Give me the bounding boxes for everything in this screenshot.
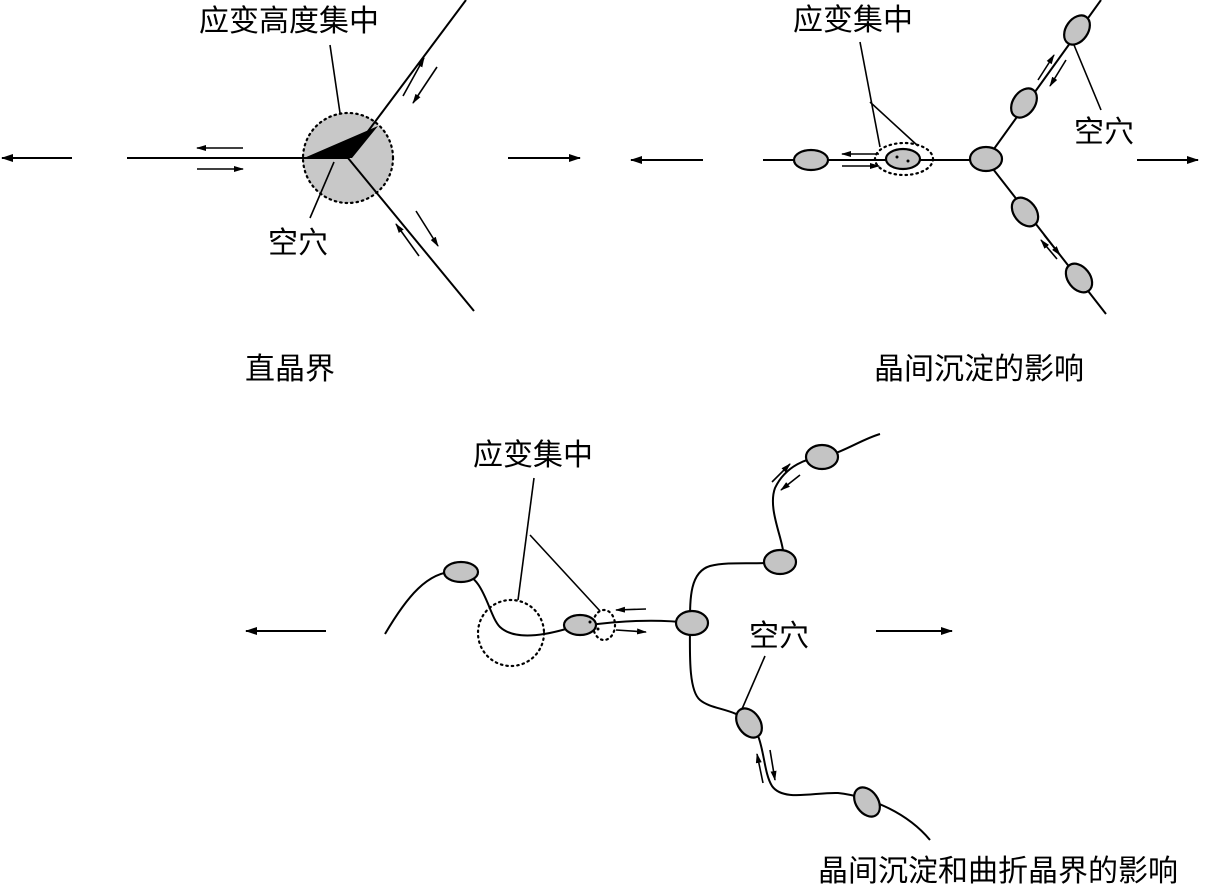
wedge-void-icon: [304, 126, 378, 158]
precipitate-icon: [562, 613, 598, 637]
precipitate-icon: [735, 707, 763, 739]
shear-arrow-upper-out: [771, 463, 791, 483]
shear-arrow-upper-out: [1037, 54, 1055, 81]
panel-caption: 直晶界: [245, 352, 335, 387]
grain-boundary-upper: [689, 433, 881, 624]
void-leader-line: [741, 655, 766, 710]
void-dot: [906, 159, 910, 163]
precipitate-icon: [884, 147, 922, 171]
strain-label: 应变高度集中: [199, 4, 379, 39]
shear-arrow-upper-in: [1049, 59, 1067, 87]
void-dot: [895, 155, 899, 159]
strain-concentration-zone: [476, 598, 546, 668]
precipitate-icon: [674, 609, 710, 637]
precipitate-icon: [1064, 262, 1094, 294]
panel-straight-boundary: 应变高度集中 空穴 直晶界: [1, 0, 581, 387]
strain-leader-line-b: [529, 534, 601, 612]
panel-caption: 晶间沉淀的影响: [874, 352, 1084, 387]
strain-leader-line-a: [517, 477, 535, 601]
void-label: 空穴: [749, 619, 809, 654]
shear-arrow-left: [615, 606, 647, 613]
void-leader-line: [309, 161, 335, 219]
panel-precipitate-boundary: 应变集中 空穴 晶间沉淀的影响: [630, 0, 1199, 387]
precipitate-icon: [792, 148, 830, 172]
grain-boundary-lower: [347, 157, 475, 312]
void-dot: [588, 620, 592, 624]
void-dot: [596, 627, 600, 631]
precipitate-icon: [1010, 87, 1038, 119]
strain-leader-line-a: [859, 41, 881, 148]
void-label: 空穴: [1074, 115, 1134, 150]
shear-arrow-upper-out: [402, 57, 425, 97]
strain-concentration-zone: [873, 141, 935, 177]
shear-arrow-lower-in: [1040, 239, 1058, 260]
precipitate-icon: [853, 786, 881, 818]
grain-boundary-left: [384, 570, 691, 637]
strain-label: 应变集中: [473, 438, 593, 473]
precipitate-icon: [804, 443, 840, 471]
precipitate-icon: [968, 145, 1004, 173]
void-leader-line: [1073, 44, 1102, 111]
shear-arrow-lower-out: [415, 210, 439, 247]
void-label: 空穴: [268, 226, 328, 261]
shear-arrow-upper-in: [780, 474, 801, 491]
shear-arrow-lower-out: [769, 749, 777, 781]
precipitate-icon: [1063, 14, 1091, 46]
panel-caption: 晶间沉淀和曲折晶界的影响: [818, 854, 1178, 887]
strain-leader-line-b: [869, 101, 919, 147]
shear-arrow-upper-in: [412, 66, 438, 104]
grain-boundary-lower: [688, 622, 931, 841]
precipitate-icon: [762, 548, 798, 576]
precipitate-icon: [1010, 196, 1040, 228]
shear-arrow-lower-in: [755, 753, 764, 784]
shear-arrow-lower-out: [1043, 234, 1061, 256]
precipitate-icon: [442, 560, 480, 584]
shear-arrow-lower-in: [395, 223, 420, 257]
shear-arrow-right: [615, 628, 647, 635]
panel-curved-boundary: 应变集中 空穴 晶间沉淀和曲折晶界的影响: [245, 433, 1178, 887]
strain-label: 应变集中: [793, 3, 913, 38]
strain-leader-line: [329, 44, 341, 114]
